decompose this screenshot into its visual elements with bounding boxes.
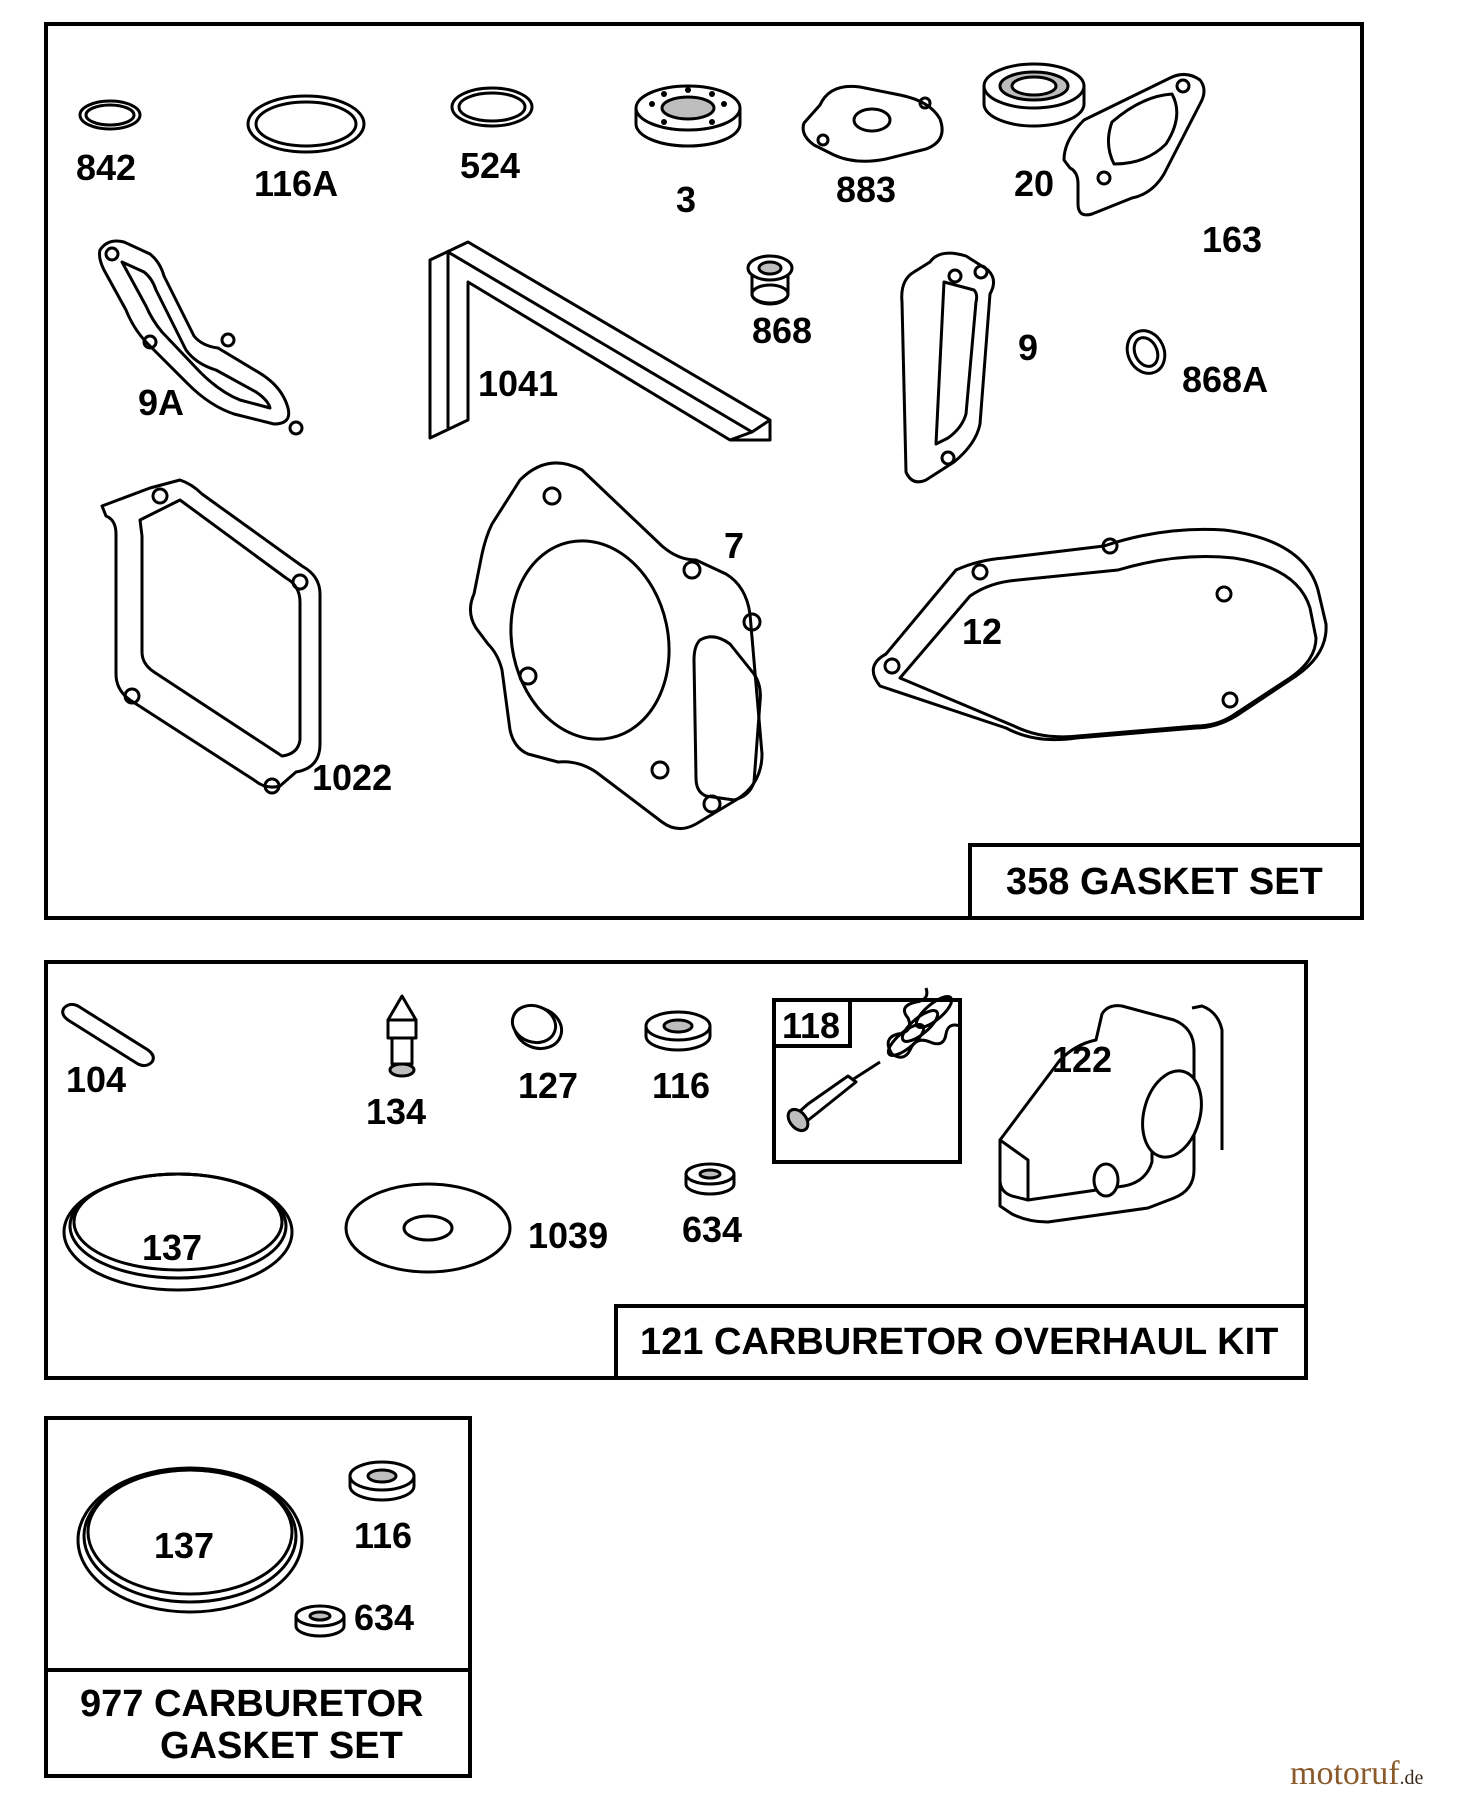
part-116a-drawing xyxy=(246,94,366,154)
part-134-drawing xyxy=(386,994,418,1078)
part-634-kit-drawing xyxy=(684,1162,736,1196)
gasket-set-frame xyxy=(44,22,1364,920)
part-118-box xyxy=(772,998,962,1164)
part-1039-label: 1039 xyxy=(528,1215,608,1256)
part-9-drawing xyxy=(900,251,995,484)
watermark-brand: motoruf xyxy=(1290,1755,1400,1792)
part-7-label: 7 xyxy=(724,525,744,566)
part-9a-drawing xyxy=(98,239,304,436)
part-118-label-box xyxy=(772,998,852,1048)
part-118-group xyxy=(772,987,962,1164)
part-634-set-label: 634 xyxy=(354,1597,414,1638)
part-116-set-label: 116 xyxy=(354,1515,412,1556)
overhaul-kit-panel: 121 CARBURETOR OVERHAUL KIT 104 134 127 … xyxy=(44,960,1308,1380)
watermark-logo: motoruf.de xyxy=(1290,1755,1424,1792)
gasket-set-title-box xyxy=(968,843,1364,920)
carb-gasket-set-panel: 977 CARBURETOR GASKET SET 137 116 634 xyxy=(44,1416,472,1778)
part-842-drawing xyxy=(78,99,142,131)
part-104-label: 104 xyxy=(66,1059,126,1100)
part-9a-label: 9A xyxy=(138,382,184,423)
carb-gasket-set-title-line2: GASKET SET xyxy=(160,1725,403,1767)
part-20-drawing xyxy=(982,62,1086,128)
part-116-kit-drawing xyxy=(644,1010,712,1052)
part-20-label: 20 xyxy=(1014,163,1054,204)
carb-gasket-set-title-line1: 977 CARBURETOR xyxy=(80,1683,423,1725)
part-116a-label: 116A xyxy=(254,163,338,204)
part-118-label: 118 xyxy=(782,1005,840,1046)
part-634-set-drawing xyxy=(294,1604,346,1638)
gasket-set-panel: 358 GASKET SET 842 116A 524 3 xyxy=(44,22,1364,920)
part-1041-label: 1041 xyxy=(478,363,558,404)
watermark-suffix: .de xyxy=(1400,1767,1424,1789)
part-868a-label: 868A xyxy=(1182,359,1268,400)
part-868-label: 868 xyxy=(752,310,812,351)
part-134-label: 134 xyxy=(366,1091,426,1132)
part-118-screw-drawing xyxy=(786,1060,881,1133)
part-883-label: 883 xyxy=(836,169,896,210)
part-9-label: 9 xyxy=(1018,327,1038,368)
part-1022-label: 1022 xyxy=(312,757,392,798)
part-868-drawing xyxy=(746,254,794,306)
part-12-label: 12 xyxy=(962,611,1002,652)
part-3-drawing xyxy=(634,84,742,148)
part-116-kit-label: 116 xyxy=(652,1065,710,1106)
overhaul-kit-title: 121 CARBURETOR OVERHAUL KIT xyxy=(640,1321,1278,1363)
svg-text:motoruf.de: motoruf.de xyxy=(1290,1755,1424,1792)
part-868a-drawing xyxy=(1125,329,1167,375)
part-122-drawing xyxy=(998,1004,1224,1224)
part-127-label: 127 xyxy=(518,1065,578,1106)
overhaul-kit-title-box xyxy=(614,1304,1308,1380)
carb-gasket-set-title-box xyxy=(44,1668,472,1778)
part-104-drawing xyxy=(61,1002,155,1068)
part-1022-drawing xyxy=(100,478,322,795)
part-524-drawing xyxy=(450,86,534,128)
part-524-label: 524 xyxy=(460,145,520,186)
part-842-label: 842 xyxy=(76,147,136,188)
part-116-set-drawing xyxy=(348,1460,416,1502)
part-1039-drawing xyxy=(344,1182,512,1274)
part-7-drawing xyxy=(469,461,764,830)
part-118-spring-drawing xyxy=(886,987,961,1059)
part-137-kit-label: 137 xyxy=(142,1227,202,1268)
part-137-kit-drawing xyxy=(62,1172,294,1292)
part-1041-drawing xyxy=(428,240,772,442)
part-634-kit-label: 634 xyxy=(682,1209,742,1250)
gasket-set-title: 358 GASKET SET xyxy=(1006,861,1323,903)
part-137-set-drawing xyxy=(76,1466,304,1614)
part-12-drawing xyxy=(871,527,1328,742)
part-163-label: 163 xyxy=(1202,219,1262,260)
part-883-drawing xyxy=(801,84,944,163)
part-163-drawing xyxy=(1062,73,1206,217)
part-3-label: 3 xyxy=(676,179,696,220)
part-122-label: 122 xyxy=(1052,1039,1112,1080)
part-127-drawing xyxy=(510,1003,564,1051)
part-137-set-label: 137 xyxy=(154,1525,214,1566)
